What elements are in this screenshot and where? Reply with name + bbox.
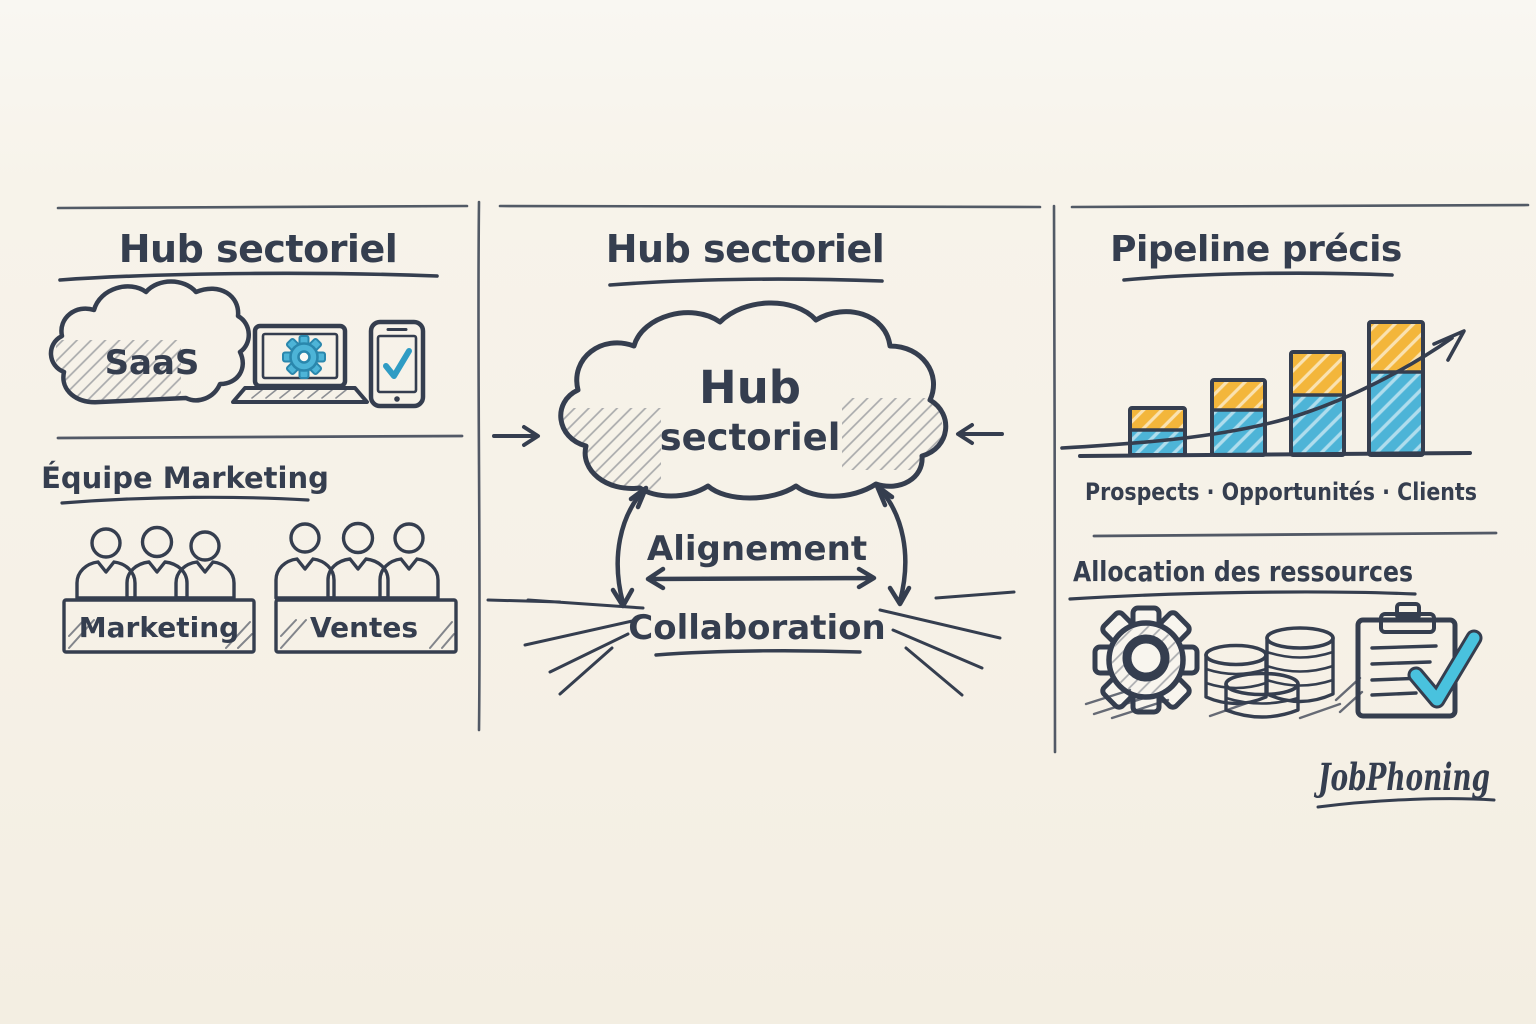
allocation-title: Allocation des ressources xyxy=(1073,555,1413,588)
coins-icon xyxy=(1204,626,1335,719)
team-title-underline xyxy=(60,495,310,505)
center-panel-title: Hub sectoriel xyxy=(606,227,885,271)
person-icon xyxy=(75,527,137,600)
cloud-hatch xyxy=(842,398,942,470)
person-icon xyxy=(274,522,336,600)
laptop-base xyxy=(231,386,369,404)
team-ventes-group: Ventes xyxy=(274,521,458,654)
team-marketing-group: Marketing xyxy=(62,525,256,654)
pipeline-title: Pipeline précis xyxy=(1110,229,1402,270)
emphasis-lines-left xyxy=(486,598,645,696)
cloud-hatch xyxy=(56,340,181,403)
alignment-label: Alignement xyxy=(647,529,867,569)
panel-dividers xyxy=(56,200,1530,754)
cloud-hatch xyxy=(560,408,661,490)
gear-icon xyxy=(282,335,326,379)
trend-arrow-icon xyxy=(1432,329,1466,362)
center-panel: Hub sectoriel Hub sectoriel Align xyxy=(486,227,1016,697)
chart-baseline xyxy=(1078,451,1472,458)
arrow-into-cloud-right-icon xyxy=(956,423,1004,445)
hub-cloud-line2: sectoriel xyxy=(660,416,841,459)
saas-cloud-icon: SaaS xyxy=(48,279,251,405)
left-panel: Hub sectoriel SaaS xyxy=(41,227,464,654)
marketing-box-label: Marketing xyxy=(79,611,239,644)
emphasis-lines-right xyxy=(878,590,1016,697)
pipeline-chart-bars xyxy=(1128,320,1425,457)
check-icon xyxy=(1410,632,1480,706)
ventes-box-label: Ventes xyxy=(310,611,418,644)
center-title-underline xyxy=(608,277,884,287)
curved-arrow-left-icon xyxy=(610,485,649,609)
center-panel-top-rule xyxy=(498,204,1042,209)
smartphone-icon xyxy=(368,319,426,409)
pipeline-caption: Prospects · Opportunités · Clients xyxy=(1085,478,1477,506)
person-icon xyxy=(125,525,189,600)
clipboard-icon xyxy=(1355,602,1483,719)
saas-label: SaaS xyxy=(105,343,200,383)
clipboard-lines xyxy=(1370,644,1438,697)
team-section-title: Équipe Marketing xyxy=(41,461,329,495)
check-icon xyxy=(383,348,412,379)
allocation-title-underline xyxy=(1068,590,1417,601)
laptop-icon xyxy=(231,323,369,404)
bar-segment-blue xyxy=(1369,372,1423,455)
bar-segment-yellow xyxy=(1130,408,1185,430)
divider-right-vertical xyxy=(1052,204,1057,754)
bar-segment-yellow xyxy=(1212,380,1265,410)
pipeline-title-underline xyxy=(1122,271,1394,282)
marketing-box: Marketing xyxy=(62,598,256,654)
hub-cloud-icon: Hub sectoriel xyxy=(558,300,949,501)
ventes-box: Ventes xyxy=(274,598,458,654)
signature-underline xyxy=(1316,797,1496,809)
brand-signature: JobPhoning xyxy=(1314,755,1496,809)
left-panel-title: Hub sectoriel xyxy=(119,227,398,271)
person-icon xyxy=(378,522,440,600)
divider-left-vertical xyxy=(477,200,481,732)
trend-curve xyxy=(1060,336,1454,450)
ground-hatch-lines xyxy=(1084,676,1364,720)
signature-text: JobPhoning xyxy=(1314,755,1490,799)
bar-segment-yellow xyxy=(1291,352,1344,395)
bar-segment-yellow xyxy=(1369,322,1423,372)
person-icon xyxy=(326,521,390,600)
right-panel-top-rule xyxy=(1070,203,1530,209)
hub-cloud-line1: Hub xyxy=(699,361,801,414)
right-panel: Pipeline précis Prospects · Opportunités… xyxy=(1060,229,1498,809)
arrow-into-cloud-left-icon xyxy=(492,425,540,447)
right-panel-mid-rule xyxy=(1092,531,1498,538)
double-arrow-icon xyxy=(645,566,877,591)
left-panel-mid-rule xyxy=(56,434,464,440)
coin-stack-back-right xyxy=(1265,626,1335,704)
left-title-underline xyxy=(58,271,439,282)
collaboration-label: Collaboration xyxy=(628,608,885,648)
left-panel-top-rule xyxy=(56,204,469,210)
curved-arrow-right-icon xyxy=(874,483,912,607)
person-icon xyxy=(174,530,236,600)
gear-large-icon xyxy=(1092,605,1200,715)
collaboration-underline xyxy=(654,649,862,657)
coin-stack-front xyxy=(1224,671,1300,719)
bar-segment-blue xyxy=(1291,395,1344,455)
